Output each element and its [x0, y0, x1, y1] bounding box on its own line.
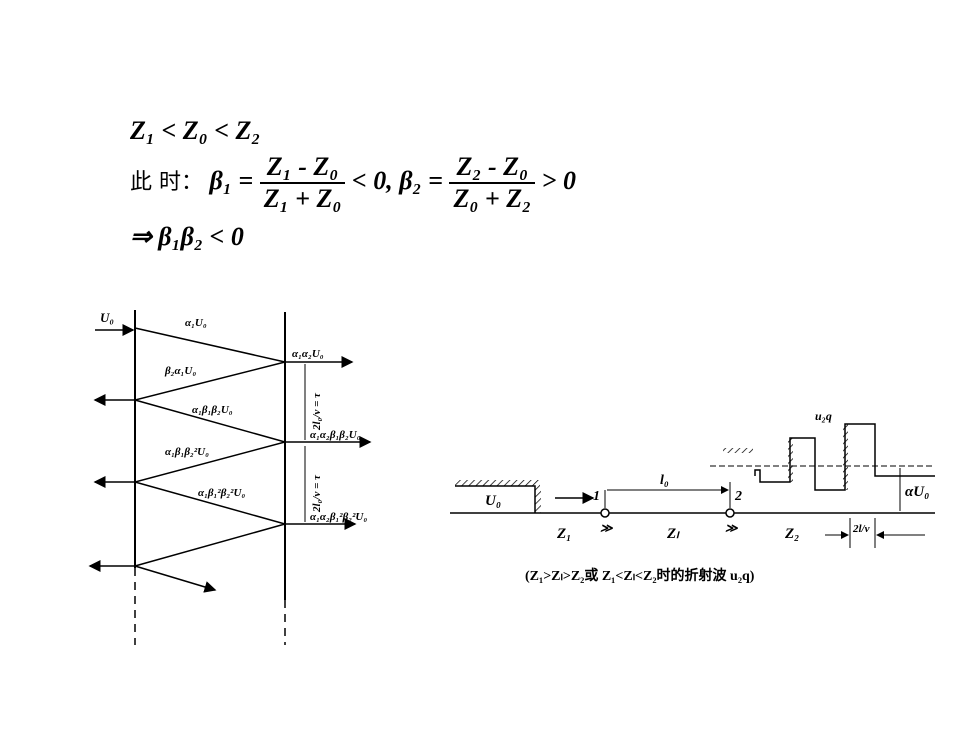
final-wave-arrow: [134, 565, 217, 593]
right-u0-label: U₀: [485, 493, 501, 509]
wave-label-3: α₁β₁β₂U₀: [192, 404, 233, 416]
equation-reflection-coefficients: 此 时： β₁ = Z₁ - Z₀ Z₁ + Z₀ < 0, β₂ = Z₂ -…: [130, 154, 576, 212]
refraction-waveform-diagram: U₀ 1 2 l₀ Z₁ Zₗ Z₂ ≫ ≫ u₂q αU₀ 2l/v (Z₁>…: [450, 410, 935, 584]
wave-label-2: β₂α₁U₀: [164, 365, 196, 377]
tau-label-2: 2l₀/v = τ: [311, 474, 323, 513]
zigzag-path: [132, 327, 288, 567]
transmitted-label-1: α₁α₂U₀: [292, 348, 324, 360]
fraction-beta1: Z₁ - Z₀ Z₁ + Z₀: [259, 154, 346, 213]
wave-hatch-3: [843, 424, 848, 490]
u2q-label: u₂q: [815, 410, 832, 423]
transmitted-label-3: α₁α₂β₁²β₂²U₀: [310, 511, 367, 523]
equation-prefix: 此 时：: [130, 169, 203, 195]
transmitted-label-2: α₁α₂β₁β₂U₀: [310, 429, 361, 441]
beta1-label: β₁ =: [209, 165, 254, 195]
wave-label-4: α₁β₁β₂²U₀: [165, 446, 209, 458]
fraction-beta1-numerator: Z₁ - Z₀: [259, 154, 346, 184]
alpha-u0-label: αU₀: [905, 484, 929, 500]
node-1: [600, 508, 610, 518]
refracted-waveform: [754, 423, 935, 491]
fraction-beta2: Z₂ - Z₀ Z₀ + Z₂: [449, 154, 536, 213]
zl-label: Zₗ: [666, 526, 680, 542]
wave-hatch-2: [788, 438, 793, 482]
beta2-sign: > 0: [541, 165, 576, 195]
tau-label-1: 2l₀/v = τ: [311, 392, 323, 431]
u0-label: U₀: [100, 310, 114, 325]
equation-impedance-order: Z₁ < Z₀ < Z₂: [130, 116, 261, 145]
z1-label: Z₁: [556, 526, 571, 542]
u0-hatch: [455, 480, 540, 486]
u0-edge-hatch: [535, 486, 541, 513]
fraction-beta1-denominator: Z₁ + Z₀: [263, 184, 342, 213]
node-2-label: 2: [734, 489, 742, 504]
node-2: [725, 508, 735, 518]
z2-label: Z₂: [784, 526, 799, 542]
lattice-diagram: U₀ α₁U₀ β₂α₁U₀ α₁β₁β₂U₀ α₁β₁β₂²U₀ α₁β₁²β…: [88, 310, 372, 645]
fraction-beta2-numerator: Z₂ - Z₀: [449, 154, 536, 184]
beta2-label: < 0, β₂ =: [351, 165, 443, 195]
equation-product: ⇒ β₁β₂ < 0: [130, 222, 244, 251]
node-1-label: 1: [593, 489, 600, 504]
two-l-v-label: 2l/v: [852, 523, 870, 535]
diagram-caption: (Z₁>Zₗ>Z₂或 Z₁<Zₗ<Z₂时的折射波 u₂q): [525, 567, 755, 584]
node-1-arrester: ≫: [600, 521, 614, 535]
wave-label-5: α₁β₁²β₂²U₀: [198, 487, 245, 499]
l0-label: l₀: [660, 473, 669, 488]
fraction-beta2-denominator: Z₀ + Z₂: [453, 184, 532, 213]
wave-hatch-1: [723, 448, 753, 453]
node-2-arrester: ≫: [725, 521, 739, 535]
wave-label-1: α₁U₀: [185, 317, 207, 329]
